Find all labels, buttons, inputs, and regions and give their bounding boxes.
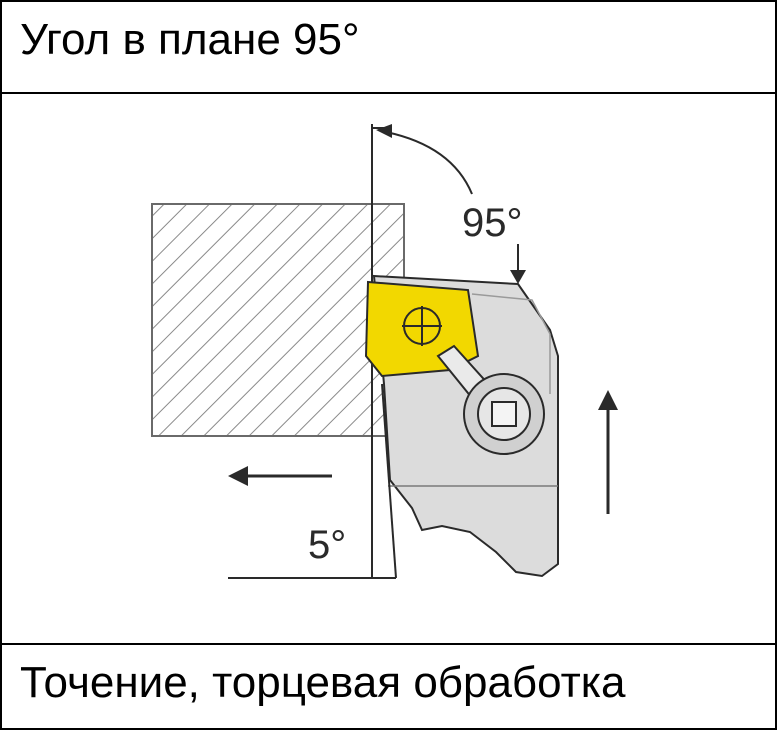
feed-arrow-left-icon <box>228 466 332 486</box>
header-panel: Угол в плане 95° <box>2 2 775 94</box>
feed-arrow-up-icon <box>598 390 618 514</box>
tool-diagram: 95° <box>2 94 775 643</box>
angle-95-dimension: 95° <box>376 124 526 284</box>
angle-5-label: 5° <box>308 523 346 567</box>
workpiece <box>151 203 405 437</box>
page-title: Угол в плане 95° <box>20 15 360 64</box>
angle-95-label: 95° <box>462 201 523 245</box>
footer-panel: Точение, торцевая обработка <box>2 643 775 728</box>
angle-5-dimension: 5° <box>228 383 397 579</box>
operation-caption: Точение, торцевая обработка <box>20 658 626 707</box>
clamp-screw-icon <box>463 373 545 455</box>
